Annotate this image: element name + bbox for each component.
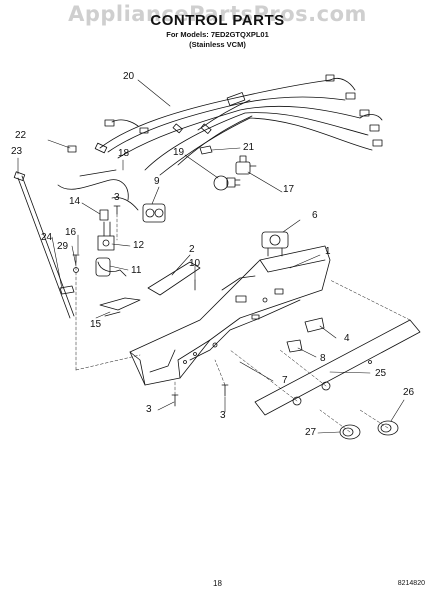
callout-2: 2 — [189, 244, 195, 255]
temperature-control — [261, 231, 289, 257]
callout-22: 22 — [15, 130, 27, 141]
model-subtitle: For Models: 7ED2GTQXPL01 — [166, 30, 269, 39]
callout-27: 27 — [305, 427, 317, 438]
callout-12: 12 — [133, 240, 145, 251]
callout-18: 18 — [118, 148, 130, 159]
light-bulb — [213, 175, 241, 191]
switch-clip — [304, 317, 325, 333]
callout-26: 26 — [403, 387, 415, 398]
callout-20: 20 — [123, 71, 135, 82]
callout-11: 11 — [131, 265, 142, 276]
callout-1: 1 — [325, 246, 331, 257]
connector-clip — [67, 145, 77, 153]
callout-10: 10 — [189, 258, 201, 269]
light-switch — [286, 339, 303, 353]
capillary-tube — [57, 179, 129, 201]
page-number: 18 — [213, 579, 222, 588]
color-subtitle: (Stainless VCM) — [189, 40, 246, 49]
callout-25: 25 — [375, 368, 387, 379]
callout-19: 19 — [173, 147, 185, 158]
callout-29: 29 — [57, 241, 69, 252]
control-housing — [129, 245, 331, 386]
control-panel-trim — [254, 319, 421, 416]
mount-clip — [99, 209, 109, 221]
link-rod — [17, 175, 75, 319]
callout-14: 14 — [69, 196, 81, 207]
spacer-bracket — [59, 285, 75, 295]
housing-screw — [171, 394, 179, 407]
callout-6: 6 — [312, 210, 318, 221]
housing-screw-2 — [221, 384, 229, 397]
callout-24: 24 — [41, 232, 53, 243]
callout-16: 16 — [65, 227, 77, 238]
callout-3-center: 3 — [220, 410, 226, 421]
thermostat — [111, 197, 166, 223]
page-title: CONTROL PARTS — [150, 12, 285, 29]
callout-17: 17 — [283, 184, 295, 195]
wire-harness — [94, 74, 383, 176]
light-socket — [235, 155, 257, 175]
callout-15: 15 — [90, 319, 102, 330]
callout-7: 7 — [282, 375, 288, 386]
callout-3-left: 3 — [146, 404, 152, 415]
leader-lines — [17, 79, 405, 434]
damper-motor — [95, 257, 127, 277]
damper-assembly — [97, 221, 115, 251]
callout-4: 4 — [344, 333, 350, 344]
callout-8: 8 — [320, 353, 326, 364]
watermark: AppliancePartsPros.com — [68, 2, 367, 26]
bulb-clip — [199, 145, 213, 155]
bracket — [99, 297, 141, 311]
alignment-lines — [75, 213, 411, 433]
callout-21: 21 — [243, 142, 255, 153]
callout-23: 23 — [11, 146, 23, 157]
document-code: 8214820 — [397, 580, 425, 587]
callout-3-top: 3 — [114, 192, 120, 203]
control-knob-right — [377, 420, 399, 436]
callout-9: 9 — [154, 176, 160, 187]
